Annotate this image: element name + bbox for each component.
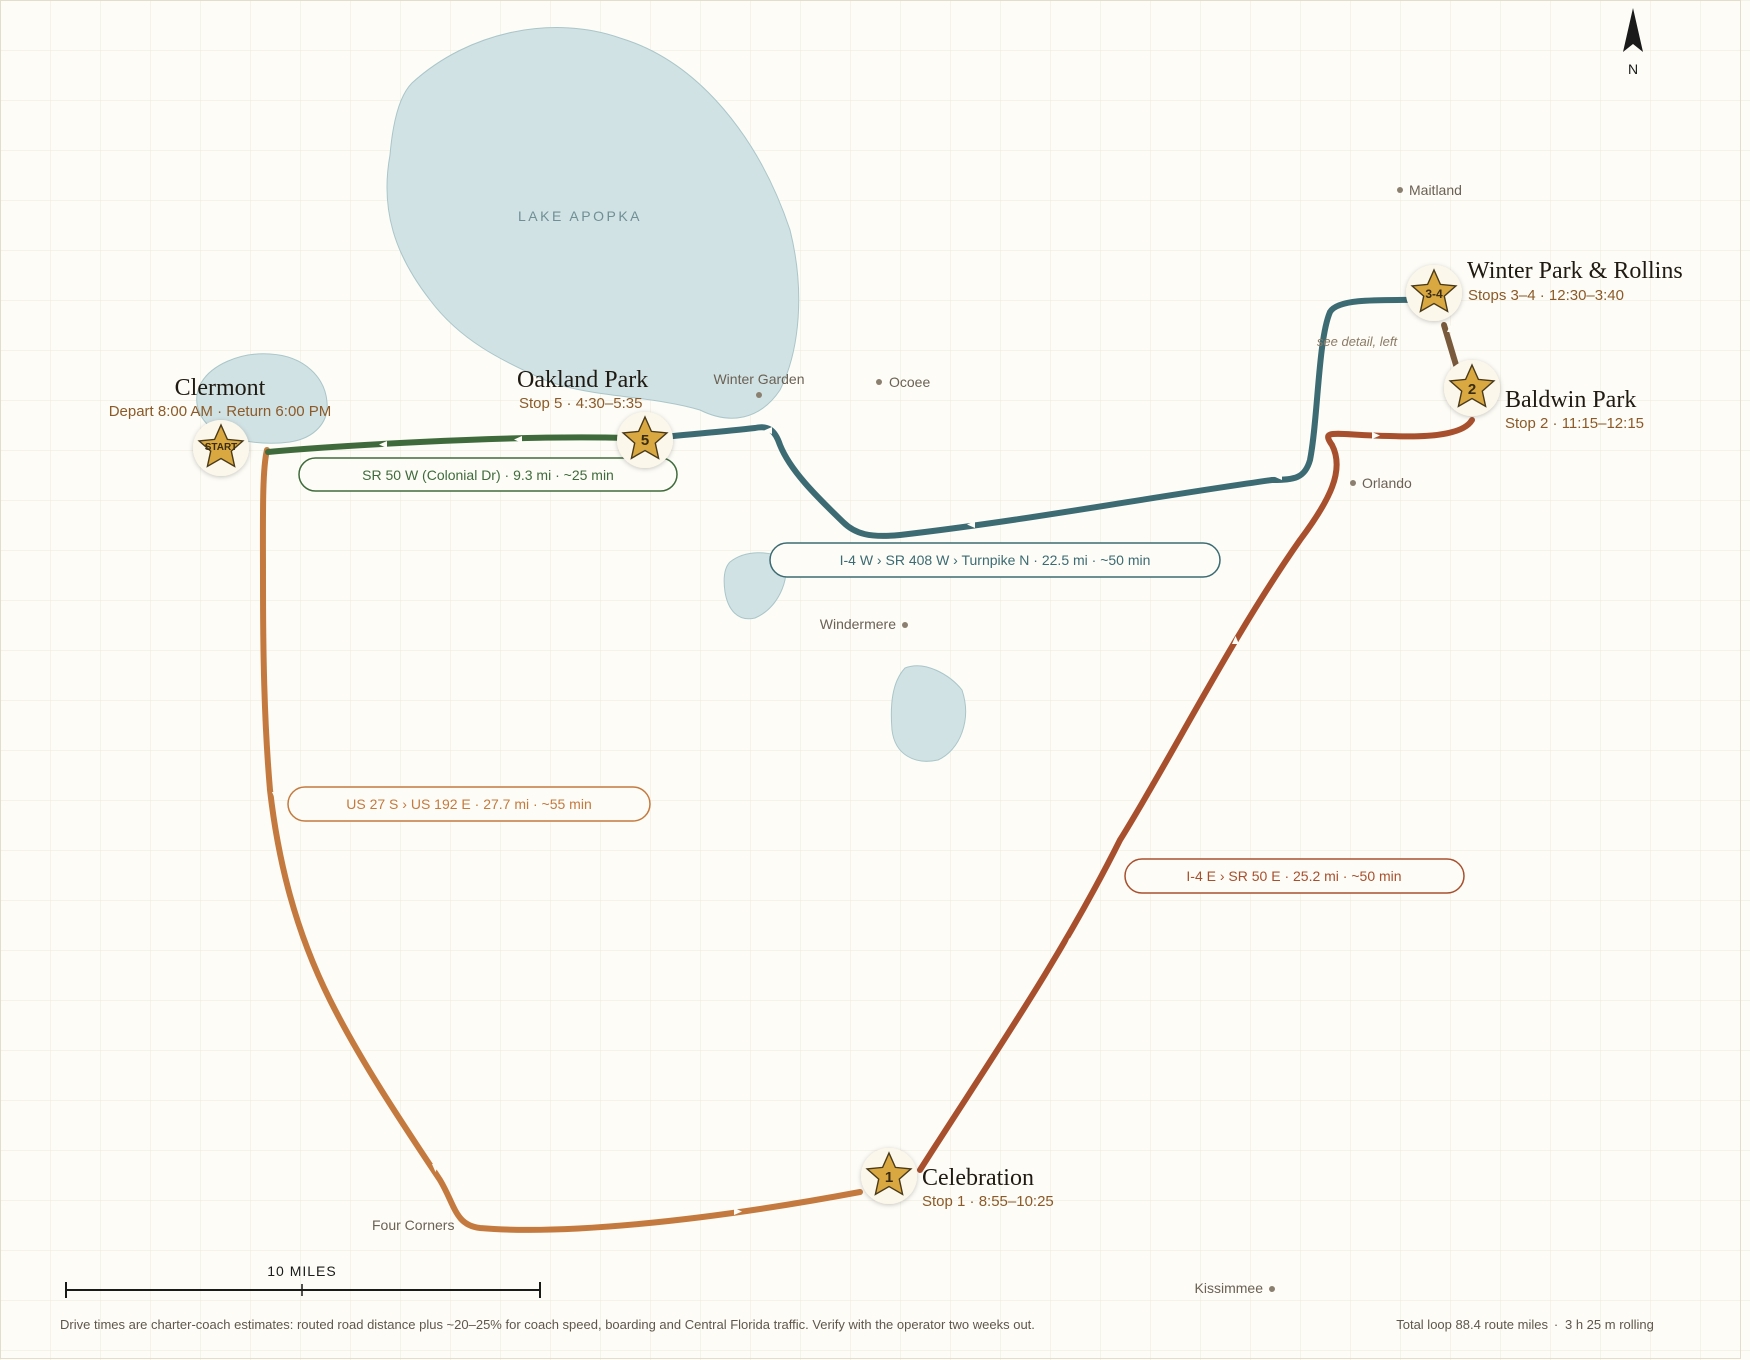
arrow-icon [967, 521, 975, 528]
arrow-icon [514, 436, 522, 443]
route-direction-arrows [272, 325, 1453, 1215]
arrow-icon [734, 1208, 742, 1215]
town-dot [1397, 187, 1403, 193]
leg-label-i4e: I-4 E › SR 50 E · 25.2 mi · ~50 min [1124, 858, 1465, 894]
stop-name-baldwin: Baldwin Park [1505, 387, 1636, 413]
footer-total-miles: Total loop 88.4 route miles [1396, 1317, 1548, 1332]
arrow-icon [1066, 938, 1073, 946]
leg-label-i4w: I-4 W › SR 408 W › Turnpike N · 22.5 mi … [769, 542, 1221, 578]
arrow-icon [432, 1164, 439, 1172]
route-sr50w [265, 434, 631, 455]
arrow-icon [1372, 432, 1380, 439]
stop-detail-oakland: Stop 5 · 4:30–5:35 [519, 395, 642, 412]
arrow-icon [1232, 636, 1239, 644]
svg-text:10 MILES: 10 MILES [267, 1263, 336, 1279]
stop-detail-clermont: Depart 8:00 AM · Return 6:00 PM [109, 403, 332, 420]
route-i4e-sr50e [917, 417, 1475, 1173]
stop-name-winter-park: Winter Park & Rollins [1467, 258, 1683, 284]
svg-text:5: 5 [641, 432, 649, 449]
footer-separator: · [1554, 1317, 1558, 1332]
stop-name-oakland: Oakland Park [517, 367, 648, 393]
star-icon [1448, 363, 1496, 408]
town-ocoee: Ocoee [889, 374, 930, 390]
stop-marker-celebration[interactable]: 1 [861, 1148, 917, 1204]
svg-text:SR 50 W (Colonial Dr) · 9.3 mi: SR 50 W (Colonial Dr) · 9.3 mi · ~25 min [362, 467, 614, 483]
town-dot [756, 392, 762, 398]
scale-bar: 10 MILES [65, 1263, 541, 1298]
svg-text:I-4 E › SR 50 E · 25.2 mi · ~5: I-4 E › SR 50 E · 25.2 mi · ~50 min [1186, 868, 1401, 884]
stop-detail-winter-park: Stops 3–4 · 12:30–3:40 [1468, 287, 1624, 304]
town-orlando: Orlando [1362, 475, 1412, 491]
town-dot [876, 379, 882, 385]
see-detail-note: see detail, left [1317, 334, 1399, 349]
star-icon [197, 423, 245, 468]
stop-marker-clermont[interactable]: START [193, 420, 249, 476]
stop-marker-baldwin[interactable]: 2 [1444, 360, 1500, 416]
town-kissimmee: Kissimmee [1195, 1280, 1264, 1296]
town-four-corners: Four Corners [372, 1217, 454, 1233]
stop-detail-baldwin: Stop 2 · 11:15–12:15 [1505, 415, 1644, 432]
footer-note: Drive times are charter-coach estimates:… [60, 1317, 1035, 1332]
stop-name-celebration: Celebration [922, 1165, 1034, 1191]
route-us27-us192 [259, 447, 863, 1233]
svg-text:1: 1 [885, 1169, 893, 1186]
star-icon [865, 1151, 913, 1196]
leg-label-us27: US 27 S › US 192 E · 27.7 mi · ~55 min [287, 786, 651, 822]
stop-marker-oakland[interactable]: 5 [617, 412, 673, 468]
arrow-icon [764, 427, 772, 434]
lake-apopka-label: LAKE APOPKA [518, 208, 642, 224]
arrow-icon [379, 441, 387, 448]
arrow-icon [1274, 473, 1282, 480]
arrow-icon [272, 792, 279, 800]
route-short-link [1441, 322, 1459, 368]
lake-small-south [890, 665, 966, 762]
stop-detail-celebration: Stop 1 · 8:55–10:25 [922, 1193, 1054, 1210]
town-dot [1269, 1286, 1275, 1292]
town-dot [902, 622, 908, 628]
footer-total-time: 3 h 25 m rolling [1565, 1317, 1654, 1332]
leg-label-sr50: SR 50 W (Colonial Dr) · 9.3 mi · ~25 min [298, 457, 678, 492]
svg-text:N: N [1628, 61, 1638, 77]
lake-apopka [386, 27, 800, 419]
arrow-icon [1447, 325, 1453, 332]
north-arrow: N [1623, 8, 1643, 77]
svg-text:3-4: 3-4 [1425, 287, 1443, 301]
stop-name-clermont: Clermont [175, 375, 266, 401]
svg-text:US 27 S › US 192 E · 27.7 mi ·: US 27 S › US 192 E · 27.7 mi · ~55 min [346, 796, 592, 812]
town-maitland: Maitland [1409, 182, 1462, 198]
town-dot [1350, 480, 1356, 486]
star-icon [1410, 268, 1458, 313]
star-icon [621, 415, 669, 460]
north-arrow-icon [1623, 8, 1643, 52]
svg-text:I-4 W › SR 408 W › Turnpike N: I-4 W › SR 408 W › Turnpike N · 22.5 mi … [840, 552, 1151, 568]
town-windermere: Windermere [820, 616, 896, 632]
town-winter-garden: Winter Garden [713, 371, 804, 387]
stop-marker-winter-park[interactable]: 3-4 [1406, 265, 1462, 321]
svg-text:START: START [205, 442, 238, 453]
svg-text:2: 2 [1468, 381, 1476, 398]
